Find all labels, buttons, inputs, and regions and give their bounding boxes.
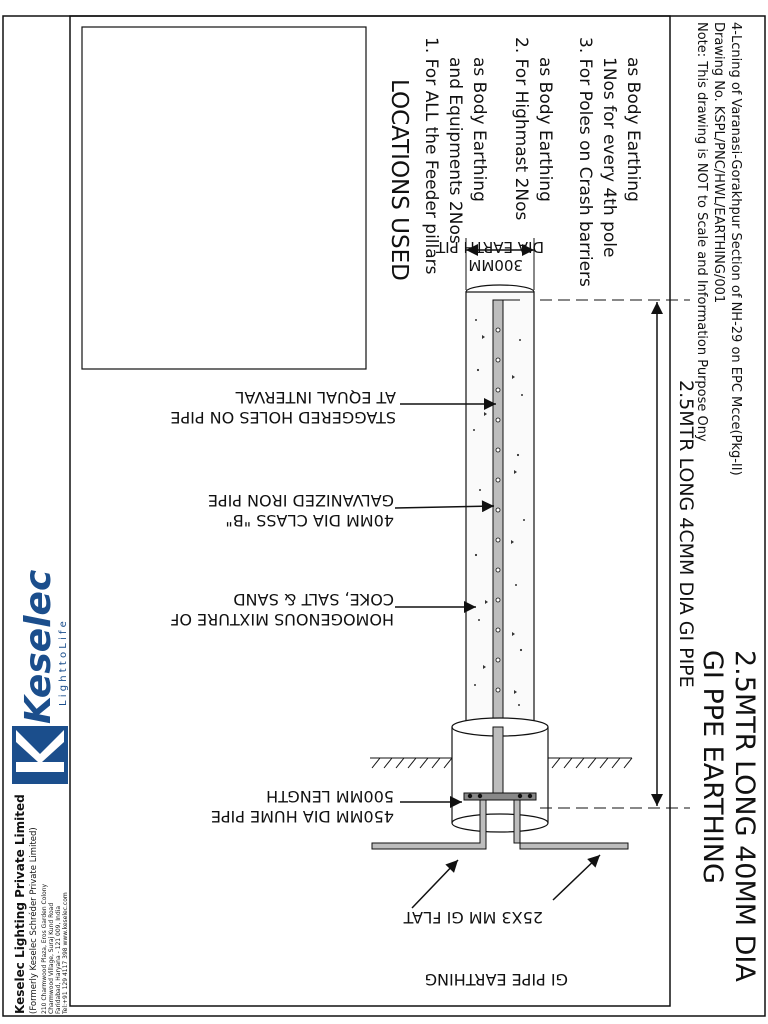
project-line-3: Note: This drawing is NOT to Scale and I… xyxy=(694,22,709,442)
mixture-label-line-2: COKE, SALT & SAND xyxy=(233,590,394,609)
location-1-line-2: and Equipments 2Nos xyxy=(445,57,465,244)
pipe-holes xyxy=(495,327,501,753)
ground-level-right xyxy=(548,757,633,769)
company-name: Keselec Lighting Private Limited xyxy=(13,794,27,1014)
project-line-1: 4-Lcning of Varanasi-Gorakhpur Section o… xyxy=(728,22,743,476)
drawing-caption: GI PIPE EARTHING xyxy=(425,970,568,989)
location-3-line-1: 3. For Poles on Crash barriers xyxy=(575,37,595,287)
locations-heading: LOCATIONS USED xyxy=(386,79,412,281)
hume-pipe-label-line-1: 450MM DIA HUME PIPE xyxy=(211,807,394,826)
project-line-2: Drawing No. KSPL/PNC/HWL/EARTHING/001 xyxy=(711,22,726,303)
company-tagline: L i g h t t o L i f e xyxy=(58,621,69,706)
drawing-frame xyxy=(69,15,671,1007)
hume-pipe-label-line-2: 500MM LENGTH xyxy=(266,787,394,806)
location-3-line-2: 1Nos for every 4th pole xyxy=(599,57,619,257)
company-formerly: (Formerly Keselec Schréder Private Limit… xyxy=(28,827,39,1014)
k-emblem-icon xyxy=(12,726,68,784)
mixture-label-line-1: HOMOGENOUS MIXTURE OF xyxy=(170,610,394,629)
location-2-line-1: 2. For Highmast 2Nos xyxy=(511,37,531,220)
gi-pipe-leader xyxy=(394,500,495,513)
flat-leader-left xyxy=(411,859,459,909)
clamp-bolts xyxy=(467,793,533,799)
company-address-3: Faridabad, Haryana - 121 009, India xyxy=(55,906,62,1014)
gi-flat-right xyxy=(513,799,629,850)
gi-pipe-label-line-1: 40MM DIA CLASS "B" xyxy=(225,511,394,530)
location-3-line-3: as Body Earthing xyxy=(623,57,643,202)
company-logo: Keselec xyxy=(18,570,59,724)
pit-dia-label-line-1: 300MM xyxy=(468,256,523,274)
location-1-line-3: as Body Earthing xyxy=(469,57,489,202)
holes-label-line-2: AT EQUAL INTERVAL xyxy=(235,388,396,407)
mixture-speckles xyxy=(473,319,525,706)
location-1-line-1: 1. For ALL the Feeder pillars xyxy=(421,37,441,275)
pipe-clamp xyxy=(463,792,537,801)
location-2-line-2: as Body Earthing xyxy=(535,57,555,202)
drawing-title-line-2: GI PPE EARTHING xyxy=(697,650,728,884)
company-contact: Tel:+91 129 4117 398 www.keselec.com xyxy=(62,892,69,1015)
drawing-title-line-1: 2.5MTR LONG 40MM DIA xyxy=(729,650,760,982)
hume-pipe-bottom xyxy=(451,813,549,833)
gi-flat-label: 25X3 MM GI FLAT xyxy=(403,908,543,927)
flat-leader-right xyxy=(552,854,601,901)
gi-pipe-lower xyxy=(492,726,504,798)
ground-level-left xyxy=(370,757,453,769)
pipe-length-dimension-label: 2.5MTR LONG 4CMM DIA GI PIPE xyxy=(675,380,697,688)
holes-label-line-1: STAGGERED HOLES ON PIPE xyxy=(170,408,396,427)
gi-pipe-label-line-2: GALVANIZED IRON PIPE xyxy=(208,491,394,510)
gi-flat-left xyxy=(371,799,487,850)
locations-box xyxy=(81,26,367,370)
company-address-2: Charmwood Village, Suraj Kund Road xyxy=(48,903,55,1014)
pit-dia-label-line-2: DIA EARTH PIT xyxy=(435,238,544,256)
company-address-1: 210 Charmwood Plaza, Eros Garden Colony xyxy=(41,883,48,1014)
